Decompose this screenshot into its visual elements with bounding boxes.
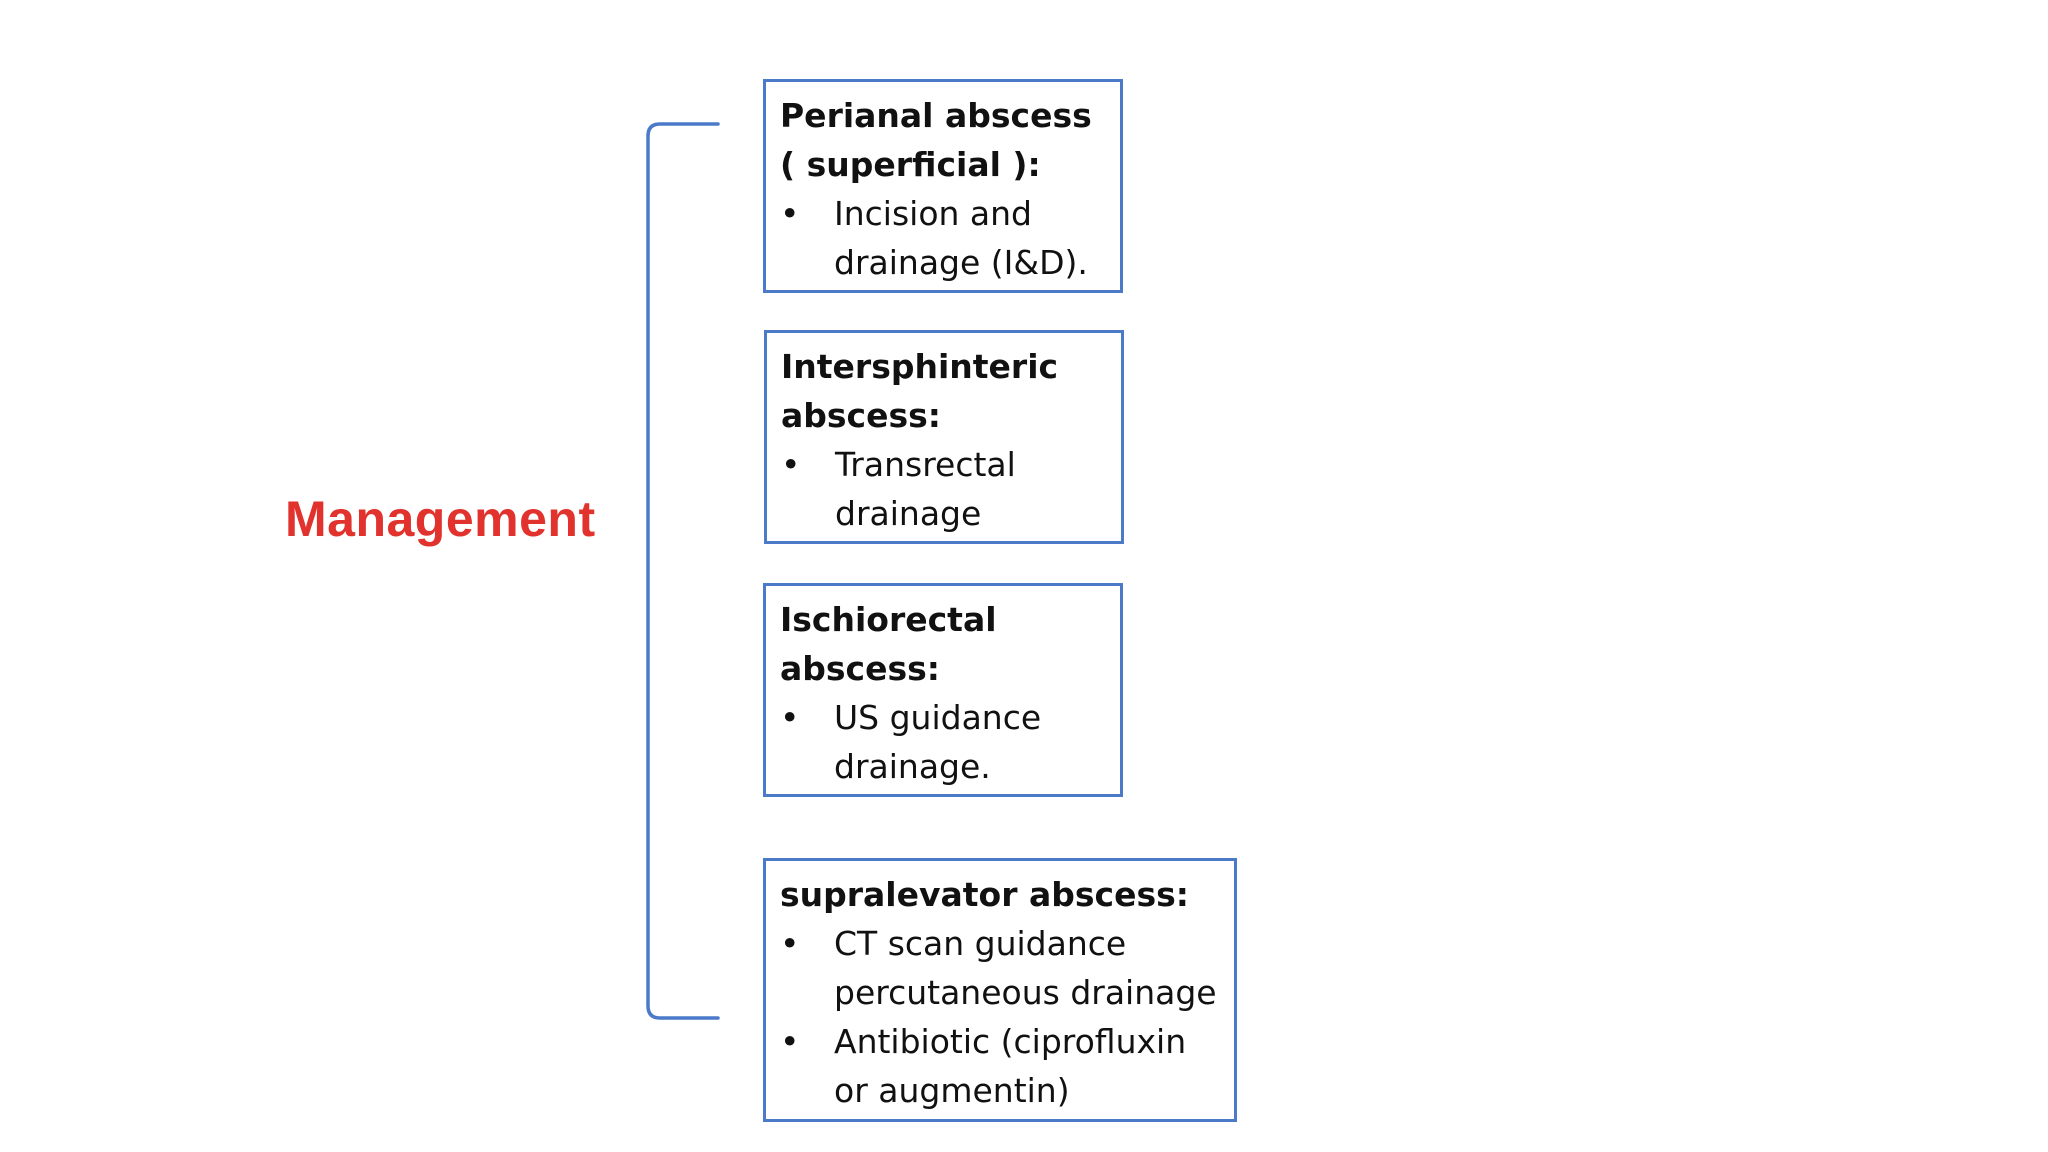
management-heading: Management xyxy=(285,491,596,547)
bullet-text: Incision and drainage (I&D). xyxy=(834,194,1088,282)
box-title: Ischiorectal abscess: xyxy=(780,600,997,688)
bullet-item: • Incision and drainage (I&D). xyxy=(780,189,1106,287)
box-bullet-list: • US guidance drainage. xyxy=(780,693,1106,791)
bullet-text: Transrectal drainage xyxy=(835,445,1016,533)
box-bullet-list: • Incision and drainage (I&D). xyxy=(780,189,1106,287)
box-bullet-list: • CT scan guidance percutaneous drainage… xyxy=(780,919,1220,1115)
bullet-icon: • xyxy=(780,698,800,737)
bullet-item: • Transrectal drainage xyxy=(781,440,1107,538)
box-title: Perianal abscess ( superficial ): xyxy=(780,96,1092,184)
box-title: Intersphinteric abscess: xyxy=(781,347,1059,435)
intersphinteric-abscess-box: Intersphinteric abscess: • Transrectal d… xyxy=(764,330,1124,544)
box-bullet-list: • Transrectal drainage xyxy=(781,440,1107,538)
box-title: supralevator abscess: xyxy=(780,875,1189,914)
bullet-icon: • xyxy=(781,445,801,484)
supralevator-abscess-box: supralevator abscess: • CT scan guidance… xyxy=(763,858,1237,1122)
bullet-item: • Antibiotic (ciprofluxin or augmentin) xyxy=(780,1017,1220,1115)
bullet-text: Antibiotic (ciprofluxin or augmentin) xyxy=(834,1022,1187,1110)
bullet-text: US guidance drainage. xyxy=(834,698,1042,786)
bullet-text: CT scan guidance percutaneous drainage xyxy=(834,924,1217,1012)
bullet-icon: • xyxy=(780,1022,800,1061)
bullet-item: • US guidance drainage. xyxy=(780,693,1106,791)
perianal-abscess-box: Perianal abscess ( superficial ): • Inci… xyxy=(763,79,1123,293)
ischiorectal-abscess-box: Ischiorectal abscess: • US guidance drai… xyxy=(763,583,1123,797)
bracket-line xyxy=(646,122,720,1020)
bullet-icon: • xyxy=(780,924,800,963)
bullet-item: • CT scan guidance percutaneous drainage xyxy=(780,919,1220,1017)
bullet-icon: • xyxy=(780,194,800,233)
